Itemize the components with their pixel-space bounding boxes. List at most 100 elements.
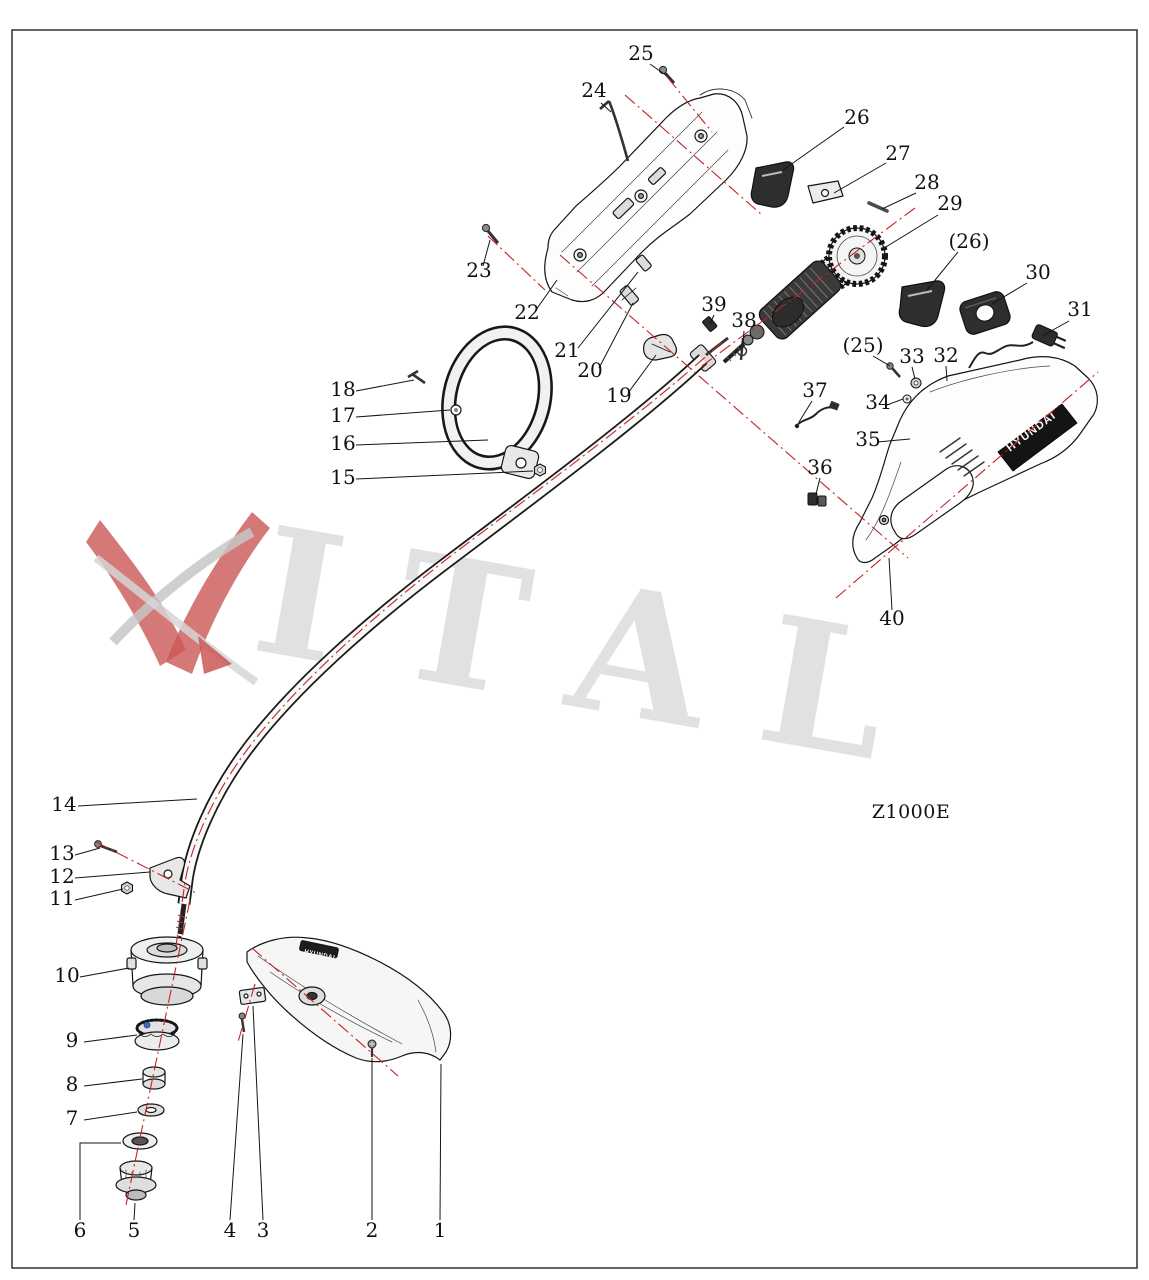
part-31-power-cord — [968, 324, 1067, 369]
part-label-18: 18 — [330, 377, 355, 401]
part-18-screw — [407, 369, 426, 385]
leader-lines — [74, 63, 1070, 1221]
part-9-spool-spring — [134, 1018, 180, 1051]
watermark-logo — [86, 512, 270, 686]
part-label-8: 8 — [66, 1072, 79, 1096]
part-4-screw — [238, 1012, 246, 1033]
part-40-rear-housing — [852, 356, 1098, 564]
part-30-clamp — [959, 291, 1011, 335]
leader-17 — [355, 409, 451, 418]
part-label-29: 29 — [937, 191, 962, 215]
leader-18 — [355, 379, 415, 392]
part-label-37: 37 — [802, 378, 827, 402]
leader-7 — [83, 1111, 138, 1121]
part-label-2: 2 — [366, 1218, 379, 1242]
part-label-39: 39 — [701, 292, 726, 316]
axis-shaft — [175, 341, 723, 947]
part-10-gear-head — [126, 936, 208, 1006]
part-label-11: 11 — [49, 886, 74, 910]
part-36-connector — [807, 492, 827, 507]
part-label-33: 33 — [899, 344, 924, 368]
part-label-4: 4 — [224, 1218, 237, 1242]
leader-31 — [1041, 320, 1070, 337]
part-13-screw — [94, 840, 118, 854]
axis-rear-housing — [835, 371, 1099, 599]
axis-armature — [701, 207, 916, 367]
leader-34 — [886, 398, 904, 406]
part-label-32: 32 — [933, 343, 958, 367]
part-label-21: 21 — [554, 338, 579, 362]
part-24-rod — [599, 100, 630, 162]
part-34-washer — [902, 394, 912, 404]
part-label-23: 23 — [466, 258, 491, 282]
part-labels: 25 24 26 27 28 29 (26) 30 31 23 22 21 20… — [49, 41, 1092, 1242]
part-label-34: 34 — [865, 390, 890, 414]
part-26-bracket — [750, 161, 795, 208]
leader-23 — [482, 239, 491, 267]
part-label-36: 36 — [807, 455, 832, 479]
leader-22 — [535, 279, 558, 311]
part-1-guard — [246, 936, 452, 1063]
leader-13 — [74, 847, 101, 856]
part-16-loop-handle — [441, 325, 553, 480]
leader-37 — [798, 400, 813, 423]
part-20-latch — [619, 285, 640, 306]
axis-head-stack — [125, 899, 191, 1206]
leader-6 — [79, 1142, 121, 1220]
axis-screw-25 — [667, 77, 713, 133]
part-label-13: 13 — [49, 841, 74, 865]
part-label-27: 27 — [885, 141, 910, 165]
model-label: Z1000E — [872, 801, 950, 823]
part-label-3: 3 — [257, 1218, 270, 1242]
part-8-sleeve — [142, 1066, 166, 1090]
axis-guard-screws — [237, 983, 256, 1043]
part-armature — [722, 260, 842, 364]
part-label-20: 20 — [577, 358, 602, 382]
part-label-19: 19 — [606, 383, 631, 407]
part-label-28: 28 — [914, 170, 939, 194]
leader-38 — [742, 330, 745, 345]
axis-main-diagonal — [559, 254, 909, 559]
leader-24 — [600, 102, 612, 113]
leader-9 — [83, 1034, 138, 1043]
leader-30 — [991, 282, 1028, 305]
part-25-screw — [658, 65, 676, 85]
part-label-26b: (26) — [948, 229, 989, 253]
leader-12 — [74, 871, 151, 879]
page-border — [11, 29, 1138, 1269]
part-6-washer — [122, 1132, 158, 1150]
part-label-30: 30 — [1025, 260, 1050, 284]
part-label-22: 22 — [514, 300, 539, 324]
part-label-24: 24 — [581, 78, 606, 102]
part-19-trigger — [643, 333, 677, 361]
leader-35 — [876, 438, 911, 443]
part-label-25b: (25) — [842, 333, 883, 357]
part-21-latch — [635, 254, 652, 272]
part-33-washer — [910, 377, 922, 389]
part-23-screw — [481, 223, 500, 244]
leader-16 — [355, 439, 489, 446]
part-label-10: 10 — [54, 963, 79, 987]
part-label-26: 26 — [844, 105, 869, 129]
part-label-17: 17 — [330, 403, 355, 427]
part-label-35: 35 — [855, 427, 880, 451]
leader-20 — [598, 302, 634, 369]
part-26b-bracket — [898, 280, 946, 328]
part-2-screw — [367, 1039, 377, 1057]
axis-clamp — [95, 841, 197, 894]
leader-33 — [911, 366, 916, 380]
part-label-9: 9 — [66, 1028, 79, 1052]
part-label-12: 12 — [49, 864, 74, 888]
part-label-5: 5 — [128, 1218, 141, 1242]
leader-21 — [577, 271, 639, 349]
leader-40 — [888, 557, 893, 611]
part-5-spool-knob — [115, 1160, 157, 1201]
leader-28 — [881, 192, 917, 210]
leader-11 — [74, 888, 124, 901]
leader-39 — [709, 314, 715, 325]
part-label-7: 7 — [66, 1106, 79, 1130]
leader-14 — [77, 798, 198, 807]
leader-36 — [815, 477, 821, 495]
leader-1 — [439, 1063, 442, 1221]
